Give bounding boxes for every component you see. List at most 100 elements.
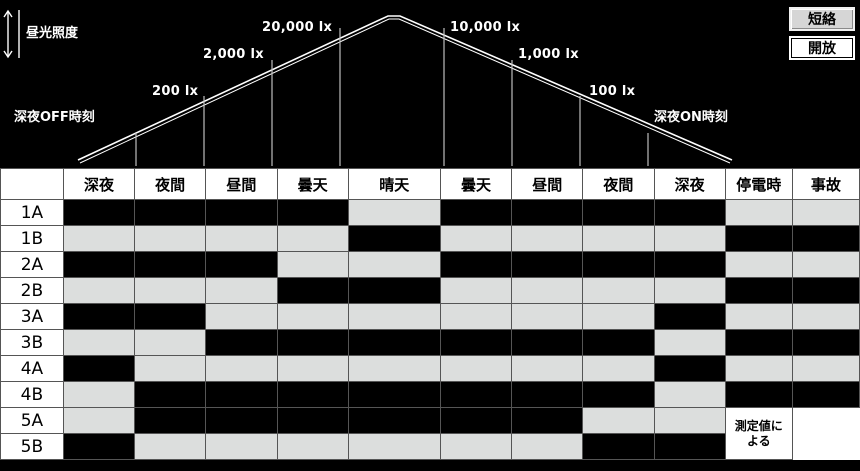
column-header-10: 事故 bbox=[791, 168, 860, 200]
state-cell bbox=[205, 277, 278, 304]
short-circuit-button[interactable]: 短絡 bbox=[789, 7, 855, 31]
state-cell bbox=[724, 251, 793, 278]
column-header-9: 停電時 bbox=[724, 168, 793, 200]
column-header-2: 昼間 bbox=[205, 168, 278, 200]
state-cell bbox=[134, 251, 207, 278]
label-night-on-time: 深夜ON時刻 bbox=[654, 110, 728, 125]
state-cell bbox=[511, 251, 584, 278]
state-cell bbox=[439, 433, 513, 460]
state-cell bbox=[724, 199, 793, 226]
state-cell bbox=[276, 277, 349, 304]
column-header-6: 昼間 bbox=[511, 168, 584, 200]
state-cell bbox=[205, 433, 278, 460]
state-cell bbox=[276, 407, 349, 434]
state-cell bbox=[791, 355, 860, 382]
state-cell bbox=[205, 381, 278, 408]
column-header-7: 夜間 bbox=[582, 168, 655, 200]
measurement-note-cell: 測定値による bbox=[724, 407, 793, 460]
state-cell bbox=[791, 381, 860, 408]
state-cell bbox=[205, 355, 278, 382]
state-cell bbox=[276, 329, 349, 356]
daylight-illuminance-graph: 昼光照度 深夜OFF時刻 深夜ON時刻 200 lx 2,000 lx 20,0… bbox=[0, 0, 860, 168]
state-cell bbox=[276, 433, 349, 460]
y-axis-arrow-icon bbox=[3, 9, 20, 59]
state-cell bbox=[62, 433, 136, 460]
state-cell bbox=[439, 355, 513, 382]
state-cell bbox=[62, 407, 136, 434]
state-cell bbox=[347, 225, 441, 252]
state-cell bbox=[276, 303, 349, 330]
illuminance-label-200lx: 200 lx bbox=[152, 84, 199, 99]
state-cell bbox=[62, 199, 136, 226]
table-row: 3B bbox=[0, 329, 860, 356]
state-cell bbox=[582, 355, 655, 382]
table-row: 4A bbox=[0, 355, 860, 382]
row-label: 2B bbox=[0, 277, 64, 304]
state-cell bbox=[791, 225, 860, 252]
row-label: 5A bbox=[0, 407, 64, 434]
state-cell bbox=[134, 381, 207, 408]
state-cell bbox=[653, 381, 726, 408]
state-cell bbox=[347, 433, 441, 460]
state-cell bbox=[511, 433, 584, 460]
state-cell bbox=[134, 433, 207, 460]
row-label: 4A bbox=[0, 355, 64, 382]
state-cell bbox=[582, 381, 655, 408]
table-row: 5B bbox=[0, 433, 860, 460]
state-cell bbox=[791, 251, 860, 278]
state-cell bbox=[62, 381, 136, 408]
state-cell bbox=[511, 225, 584, 252]
state-cell bbox=[347, 303, 441, 330]
row-label: 1B bbox=[0, 225, 64, 252]
table-corner-cell bbox=[0, 168, 64, 200]
open-circuit-button[interactable]: 開放 bbox=[789, 36, 855, 60]
table-row: 1B bbox=[0, 225, 860, 252]
state-cell bbox=[276, 225, 349, 252]
state-cell bbox=[653, 355, 726, 382]
illuminance-label-10000lx: 10,000 lx bbox=[450, 20, 521, 35]
state-cell bbox=[653, 433, 726, 460]
state-cell bbox=[205, 199, 278, 226]
state-cell bbox=[653, 199, 726, 226]
row-label: 3A bbox=[0, 303, 64, 330]
row-label: 5B bbox=[0, 433, 64, 460]
table-header-row: 深夜 夜間 昼間 曇天 晴天 曇天 昼間 夜間 深夜 停電時 事故 bbox=[0, 168, 860, 200]
state-cell bbox=[653, 407, 726, 434]
state-cell bbox=[205, 407, 278, 434]
row-label: 4B bbox=[0, 381, 64, 408]
state-cell bbox=[791, 199, 860, 226]
state-cell bbox=[582, 329, 655, 356]
illuminance-label-20000lx: 20,000 lx bbox=[262, 20, 333, 35]
state-cell bbox=[347, 355, 441, 382]
state-cell bbox=[439, 381, 513, 408]
state-cell bbox=[62, 303, 136, 330]
state-cell bbox=[511, 329, 584, 356]
state-cell bbox=[653, 303, 726, 330]
state-cell bbox=[439, 407, 513, 434]
state-cell bbox=[511, 277, 584, 304]
state-cell bbox=[276, 381, 349, 408]
state-cell bbox=[653, 277, 726, 304]
table-row: 4B bbox=[0, 381, 860, 408]
state-cell bbox=[724, 355, 793, 382]
column-header-1: 夜間 bbox=[134, 168, 207, 200]
state-cell bbox=[439, 303, 513, 330]
state-cell bbox=[439, 277, 513, 304]
state-cell bbox=[582, 225, 655, 252]
state-cell bbox=[582, 199, 655, 226]
state-cell bbox=[134, 277, 207, 304]
state-cell bbox=[511, 355, 584, 382]
graph-svg bbox=[3, 9, 733, 166]
row-label: 3B bbox=[0, 329, 64, 356]
state-cell bbox=[724, 277, 793, 304]
row-label: 2A bbox=[0, 251, 64, 278]
state-cell bbox=[511, 199, 584, 226]
daylight-curve bbox=[77, 15, 733, 164]
column-header-0: 深夜 bbox=[62, 168, 136, 200]
illuminance-label-100lx: 100 lx bbox=[589, 84, 636, 99]
column-header-8: 深夜 bbox=[653, 168, 726, 200]
state-cell bbox=[62, 225, 136, 252]
state-cell bbox=[511, 407, 584, 434]
state-cell bbox=[439, 225, 513, 252]
